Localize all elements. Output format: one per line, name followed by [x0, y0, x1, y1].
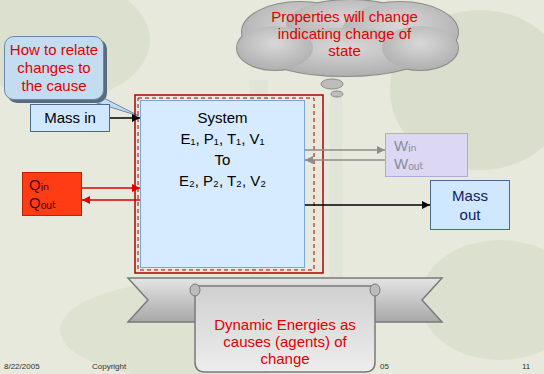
- heat-box: QᵢₙQₒᵤₜ: [22, 172, 82, 216]
- node-text: Wₒᵤₜ: [394, 155, 459, 173]
- thought-cloud: [237, 0, 458, 97]
- node-text: System: [147, 107, 298, 128]
- node-text: Qᵢₙ: [29, 176, 75, 194]
- node-text: Qₒᵤₜ: [29, 194, 75, 212]
- system-box: SystemE₁, P₁, T₁, V₁ToE₂, P₂, T₂, V₂: [140, 100, 305, 268]
- flow-arrow: [110, 117, 140, 119]
- node-text: Properties will change indicating change…: [262, 8, 427, 59]
- node-text: E₁, P₁, T₁, V₁: [147, 128, 298, 149]
- callout-box: How to relate changes to the cause: [4, 36, 104, 100]
- footer-label: 8/22/2005: [4, 362, 40, 371]
- node-text: Mass in: [35, 109, 105, 127]
- flow-arrow: [82, 187, 140, 189]
- flow-arrow: [305, 204, 430, 206]
- footer-label: 05: [380, 362, 389, 371]
- work-box: WᵢₙWₒᵤₜ: [385, 133, 468, 177]
- node-text: Wᵢₙ: [394, 137, 459, 155]
- flow-arrow: [305, 159, 385, 161]
- flow-arrow: [305, 149, 385, 151]
- node-text: Dynamic Energies as causes (agents) of c…: [205, 316, 365, 367]
- system-boundary: [135, 95, 323, 273]
- cloud-text: Properties will change indicating change…: [262, 8, 427, 59]
- mass-out-box: Mass out: [430, 180, 510, 230]
- footer-label: 11: [522, 362, 530, 371]
- node-text: To: [147, 149, 298, 170]
- node-text: How to relate changes to the cause: [9, 41, 99, 95]
- flow-arrow: [82, 199, 140, 201]
- footer-label: Copyright: [92, 362, 126, 371]
- banner-ribbon: [128, 278, 442, 372]
- mass-in-box: Mass in: [30, 104, 110, 132]
- node-text: E₂, P₂, T₂, V₂: [147, 170, 298, 191]
- node-text: Mass out: [446, 186, 494, 224]
- banner-text: Dynamic Energies as causes (agents) of c…: [200, 316, 370, 367]
